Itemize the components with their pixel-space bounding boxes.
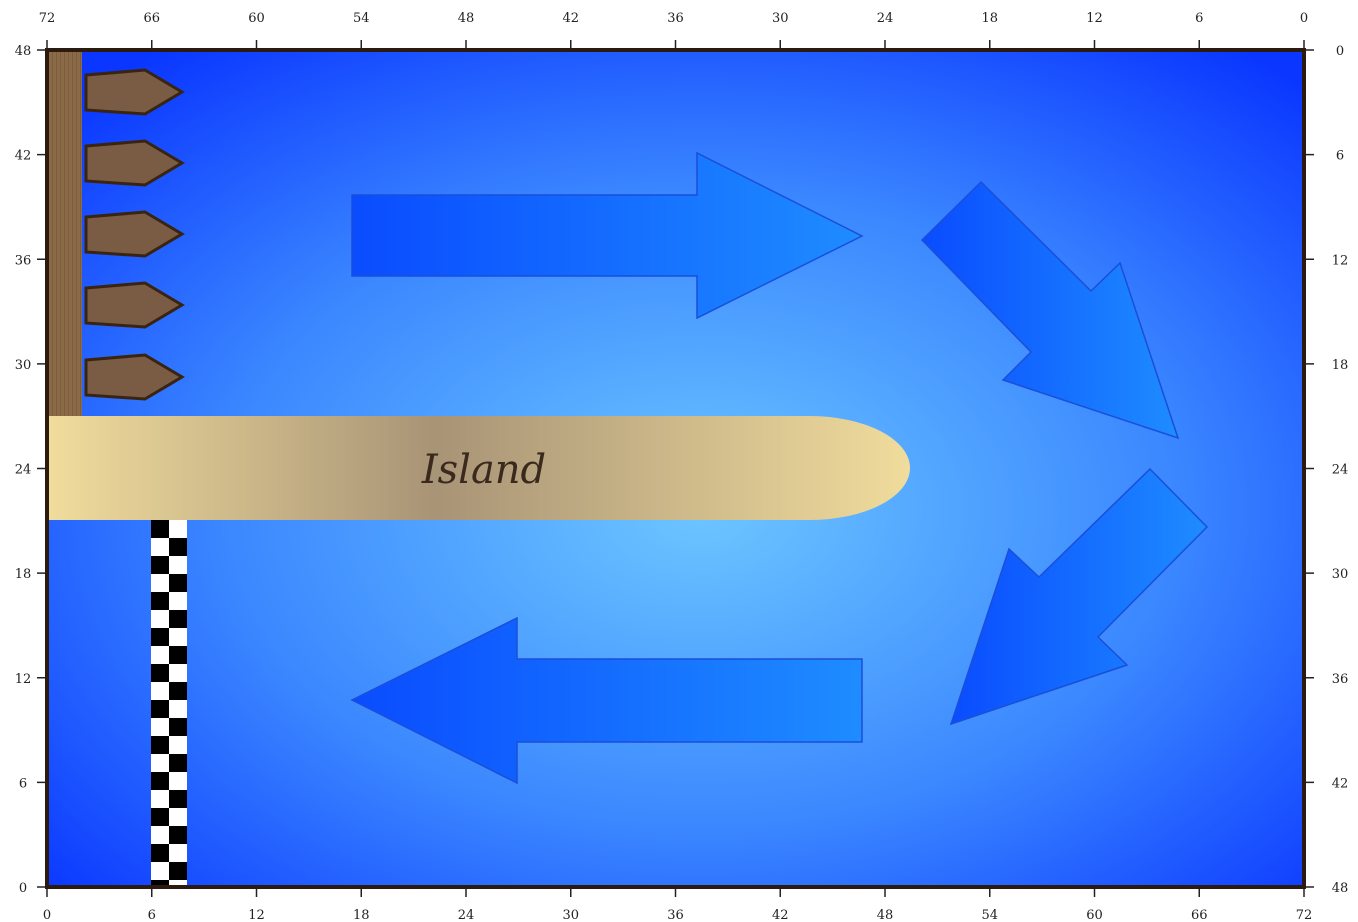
axis-top-tick-label: 18 <box>981 11 998 26</box>
axis-left-tick-label: 42 <box>15 149 32 164</box>
arrow-east <box>351 151 864 320</box>
boats <box>84 68 185 401</box>
boat-4[interactable] <box>84 281 185 329</box>
axis-left-tick-label: 6 <box>19 776 27 791</box>
axis-left-tick-label: 0 <box>19 881 27 896</box>
finish-line <box>151 520 187 885</box>
axis-top-tick-label: 42 <box>562 11 579 26</box>
axis-right-tick-label: 48 <box>1332 881 1349 896</box>
arrow-southeast <box>920 180 1180 440</box>
axis-bottom-tick-label: 72 <box>1296 908 1313 922</box>
axis-right-tick-label: 42 <box>1332 776 1349 791</box>
axis-right-tick-label: 18 <box>1332 358 1349 373</box>
arrow-southwest <box>949 467 1209 726</box>
axis-top-tick-label: 72 <box>39 11 56 26</box>
axis-left-tick-label: 36 <box>15 253 32 268</box>
axis-top-tick-label: 48 <box>458 11 475 26</box>
axis-top-tick-label: 0 <box>1300 11 1308 26</box>
dock <box>49 52 82 416</box>
axis-bottom-tick-label: 42 <box>772 908 789 922</box>
axis-bottom-tick-label: 12 <box>248 908 265 922</box>
axis-bottom-tick-label: 66 <box>1191 908 1208 922</box>
boat-2[interactable] <box>84 139 185 187</box>
axis-bottom-tick-label: 48 <box>877 908 894 922</box>
axis-top-tick-label: 30 <box>772 11 789 26</box>
axis-right-tick-label: 36 <box>1332 672 1349 687</box>
axis-top-tick-label: 6 <box>1195 11 1203 26</box>
axis-top-tick-label: 60 <box>248 11 265 26</box>
axis-right-tick-label: 24 <box>1332 463 1349 478</box>
axis-right-tick-label: 0 <box>1336 44 1344 59</box>
axis-right-tick-label: 30 <box>1332 567 1349 582</box>
axis-top-tick-label: 36 <box>667 11 684 26</box>
axis-bottom-tick-label: 60 <box>1086 908 1103 922</box>
axis-bottom-tick-label: 54 <box>981 908 998 922</box>
axis-right: 0 6 12 18 24 30 36 42 48 <box>1306 44 1348 896</box>
axis-bottom-tick-label: 18 <box>353 908 370 922</box>
axis-left-tick-label: 12 <box>15 672 32 687</box>
axis-bottom-tick-label: 0 <box>43 908 51 922</box>
axis-top-tick-label: 54 <box>353 11 370 26</box>
boat-1[interactable] <box>84 68 185 116</box>
axis-right-tick-label: 12 <box>1332 253 1349 268</box>
axis-bottom-tick-label: 24 <box>458 908 475 922</box>
axis-left-tick-label: 24 <box>15 463 32 478</box>
island-label: Island <box>421 447 546 493</box>
island <box>49 416 910 520</box>
axis-bottom-tick-label: 36 <box>667 908 684 922</box>
arrow-west <box>350 616 863 785</box>
axis-top-tick-label: 24 <box>877 11 894 26</box>
axis-left-tick-label: 30 <box>15 358 32 373</box>
boat-5[interactable] <box>84 353 185 401</box>
axis-bottom-tick-label: 30 <box>562 908 579 922</box>
axis-left-tick-label: 18 <box>15 567 32 582</box>
axis-top-tick-label: 66 <box>143 11 160 26</box>
axis-top-tick-label: 12 <box>1086 11 1103 26</box>
axis-right-tick-label: 6 <box>1336 149 1344 164</box>
axis-bottom-tick-label: 6 <box>148 908 156 922</box>
axis-left: 48 42 36 30 24 18 12 6 0 <box>15 44 45 896</box>
axis-bottom: 0 6 12 18 24 30 36 42 48 54 60 66 72 <box>43 889 1312 922</box>
axis-left-tick-label: 48 <box>15 44 32 59</box>
boat-3[interactable] <box>84 210 185 258</box>
